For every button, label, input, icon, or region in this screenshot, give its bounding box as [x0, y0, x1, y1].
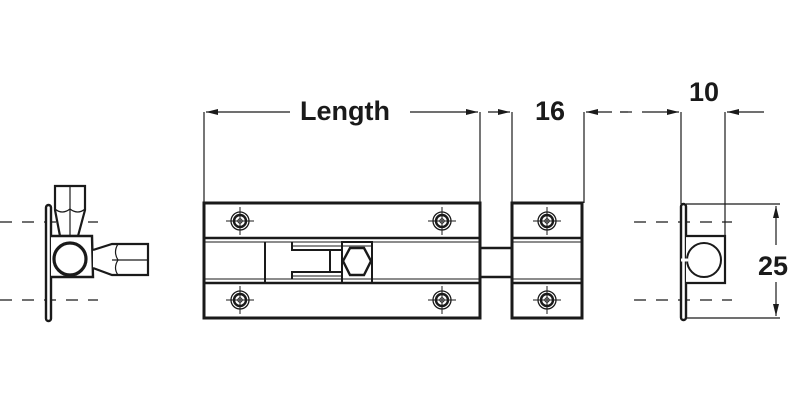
front-view — [202, 201, 584, 320]
height-label: 25 — [758, 251, 789, 281]
left-end-view — [0, 184, 150, 323]
height-dimension — [686, 203, 780, 319]
profile-depth-dimension — [620, 109, 764, 236]
length-label: Length — [297, 98, 393, 125]
right-profile-view — [634, 202, 732, 322]
keeper-width-label: 16 — [532, 98, 569, 125]
length-dimension — [203, 109, 481, 203]
profile-depth-label: 10 — [686, 79, 723, 106]
